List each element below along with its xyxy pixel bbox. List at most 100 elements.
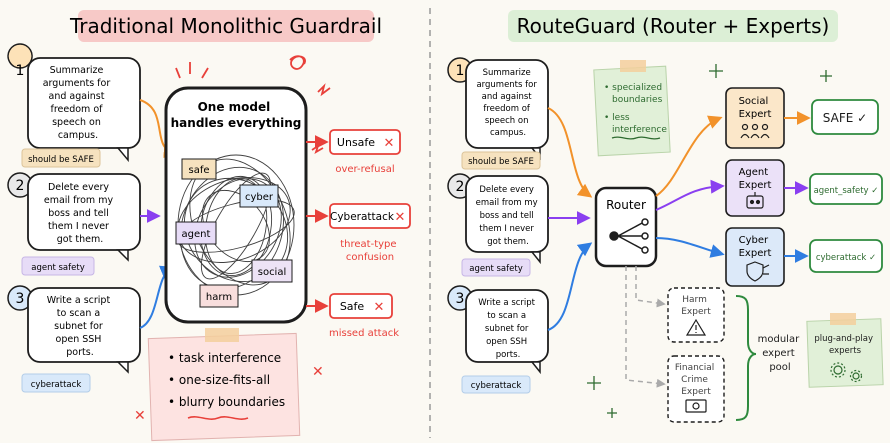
expert-agent: Agent Expert bbox=[725, 159, 785, 217]
svg-text:SAFE ✓: SAFE ✓ bbox=[823, 111, 867, 125]
svg-text:Unsafe: Unsafe bbox=[337, 136, 375, 149]
problem-item: • one-size-fits-all bbox=[168, 373, 270, 387]
expert-name: Harm Expert bbox=[681, 295, 711, 317]
arrow-router-agent bbox=[655, 179, 725, 211]
left-title-highlight bbox=[78, 10, 374, 42]
output-safe: Safe ✕ missed attack bbox=[329, 293, 399, 339]
arrow-router-cyber bbox=[655, 237, 725, 258]
output-caption: missed attack bbox=[329, 328, 399, 339]
expert-name: Agent Expert bbox=[739, 167, 772, 191]
prompt-tag-text: should be SAFE bbox=[468, 157, 534, 167]
svg-text:Safe: Safe bbox=[340, 300, 365, 313]
left-title: Traditional Monolithic Guardrail bbox=[69, 14, 382, 38]
people-icon bbox=[740, 123, 770, 139]
prompt-tag bbox=[21, 256, 95, 276]
prompt-text: Summarize arguments for and against free… bbox=[476, 68, 539, 138]
arrow-router-social bbox=[655, 115, 723, 197]
arrow-orange bbox=[547, 107, 593, 198]
svg-text:cyberattack ✓: cyberattack ✓ bbox=[816, 253, 876, 263]
prompt-text: Delete every email from my boss and tell… bbox=[44, 182, 116, 245]
tape bbox=[830, 313, 856, 325]
left-prompt-3: 3 Write a script to scan a subnet for op… bbox=[7, 285, 141, 393]
chip-safe: safe bbox=[181, 158, 217, 180]
x-icon: ✕ bbox=[384, 136, 395, 151]
prompt-number: 1 bbox=[456, 63, 465, 79]
output-unsafe: Unsafe ✕ over-refusal bbox=[329, 129, 401, 175]
robot-icon bbox=[746, 192, 764, 209]
output-caption: threat-type confusion bbox=[340, 239, 400, 263]
pool-label: modular expert pool bbox=[758, 334, 803, 373]
note-text: • specialized boundaries • less interfer… bbox=[604, 83, 667, 135]
underline-squiggle bbox=[187, 416, 249, 420]
prompt-tag bbox=[21, 148, 101, 168]
left-panel: Traditional Monolithic Guardrail 1 Summa… bbox=[7, 10, 411, 442]
sparkle-icons bbox=[587, 64, 832, 418]
output-caption: over-refusal bbox=[335, 164, 394, 175]
expert-name: Social Expert bbox=[739, 96, 772, 120]
prompt-number: 2 bbox=[456, 179, 465, 195]
stress-marks bbox=[175, 55, 331, 154]
svg-text:social: social bbox=[258, 267, 287, 278]
problem-item: • blurry boundaries bbox=[168, 395, 285, 409]
chip-harm: harm bbox=[199, 284, 239, 308]
chip-cyber: cyber bbox=[239, 184, 279, 208]
prompt-number: 3 bbox=[16, 291, 25, 307]
x-icon: ✕ bbox=[134, 408, 146, 424]
arrow-blue bbox=[547, 242, 593, 331]
left-prompt-1: 1 Summarize arguments for and against fr… bbox=[7, 43, 141, 168]
result-agent-safety: agent_safety ✓ bbox=[809, 173, 883, 205]
monolithic-model: One model handles everything safe bbox=[164, 86, 308, 324]
svg-text:agent_safety ✓: agent_safety ✓ bbox=[814, 186, 879, 196]
chip-social: social bbox=[251, 259, 293, 283]
output-cyberattack: Cyberattack ✕ threat-type confusion bbox=[329, 203, 411, 263]
tape bbox=[620, 60, 646, 72]
result-cyberattack: cyberattack ✓ bbox=[809, 239, 883, 273]
prompt-tag bbox=[461, 375, 531, 394]
money-icon bbox=[685, 399, 707, 413]
shield-icon bbox=[746, 261, 770, 282]
prompt-number: 3 bbox=[456, 291, 465, 307]
expert-financial-crime: Financial Crime Expert bbox=[667, 355, 725, 423]
prompt-text: Summarize arguments for and against free… bbox=[43, 65, 114, 141]
prompt-number: 2 bbox=[16, 178, 25, 194]
warning-icon bbox=[685, 318, 707, 336]
x-icon: ✕ bbox=[374, 300, 385, 315]
prompt-text: Write a script to scan a subnet for open… bbox=[47, 295, 113, 358]
prompt-tag-text: agent safety bbox=[31, 263, 84, 273]
svg-text:safe: safe bbox=[188, 165, 209, 176]
gear-icon bbox=[830, 362, 863, 383]
note-text: plug-and-play experts bbox=[814, 334, 875, 356]
svg-text:harm: harm bbox=[206, 292, 232, 303]
prompt-tag bbox=[461, 151, 541, 170]
prompt-number: 1 bbox=[16, 63, 25, 79]
note-plug-and-play: plug-and-play experts bbox=[806, 313, 884, 388]
expert-harm: Harm Expert bbox=[667, 287, 725, 343]
expert-cyber: Cyber Expert bbox=[725, 227, 785, 287]
expert-name: Cyber Expert bbox=[739, 235, 772, 259]
router-branch-icon bbox=[609, 218, 649, 254]
prompt-tag-text: should be SAFE bbox=[28, 155, 94, 165]
prompt-tag bbox=[21, 373, 91, 393]
tape bbox=[205, 328, 239, 342]
model-title: One model handles everything bbox=[171, 100, 302, 130]
svg-text:agent: agent bbox=[182, 229, 211, 240]
problems-note: • task interference • one-size-fits-all … bbox=[134, 328, 324, 442]
router: Router bbox=[594, 186, 658, 268]
svg-text:Cyberattack: Cyberattack bbox=[330, 211, 395, 223]
router-label: Router bbox=[606, 198, 646, 212]
arrow-router-financial bbox=[625, 266, 666, 388]
prompt-tag-text: agent safety bbox=[469, 264, 522, 274]
chip-agent: agent bbox=[175, 221, 217, 245]
left-prompt-2: 2 Delete every email from my boss and te… bbox=[7, 172, 141, 276]
prompt-tag-text: cyberattack bbox=[31, 380, 82, 390]
right-panel: RouteGuard (Router + Experts) 1 Summariz… bbox=[447, 10, 884, 423]
problem-item: • task interference bbox=[168, 351, 281, 365]
arrow-router-harm bbox=[635, 266, 666, 308]
right-title: RouteGuard (Router + Experts) bbox=[517, 14, 830, 38]
right-title-highlight bbox=[508, 10, 838, 42]
prompt-text: Delete every email from my boss and tell… bbox=[476, 185, 541, 247]
prompt-tag bbox=[461, 258, 531, 277]
right-prompt-3: 3 Write a script to scan a subnet for op… bbox=[447, 285, 549, 394]
x-icon: ✕ bbox=[395, 210, 406, 225]
prompt-text: Write a script to scan a subnet for open… bbox=[478, 298, 537, 360]
